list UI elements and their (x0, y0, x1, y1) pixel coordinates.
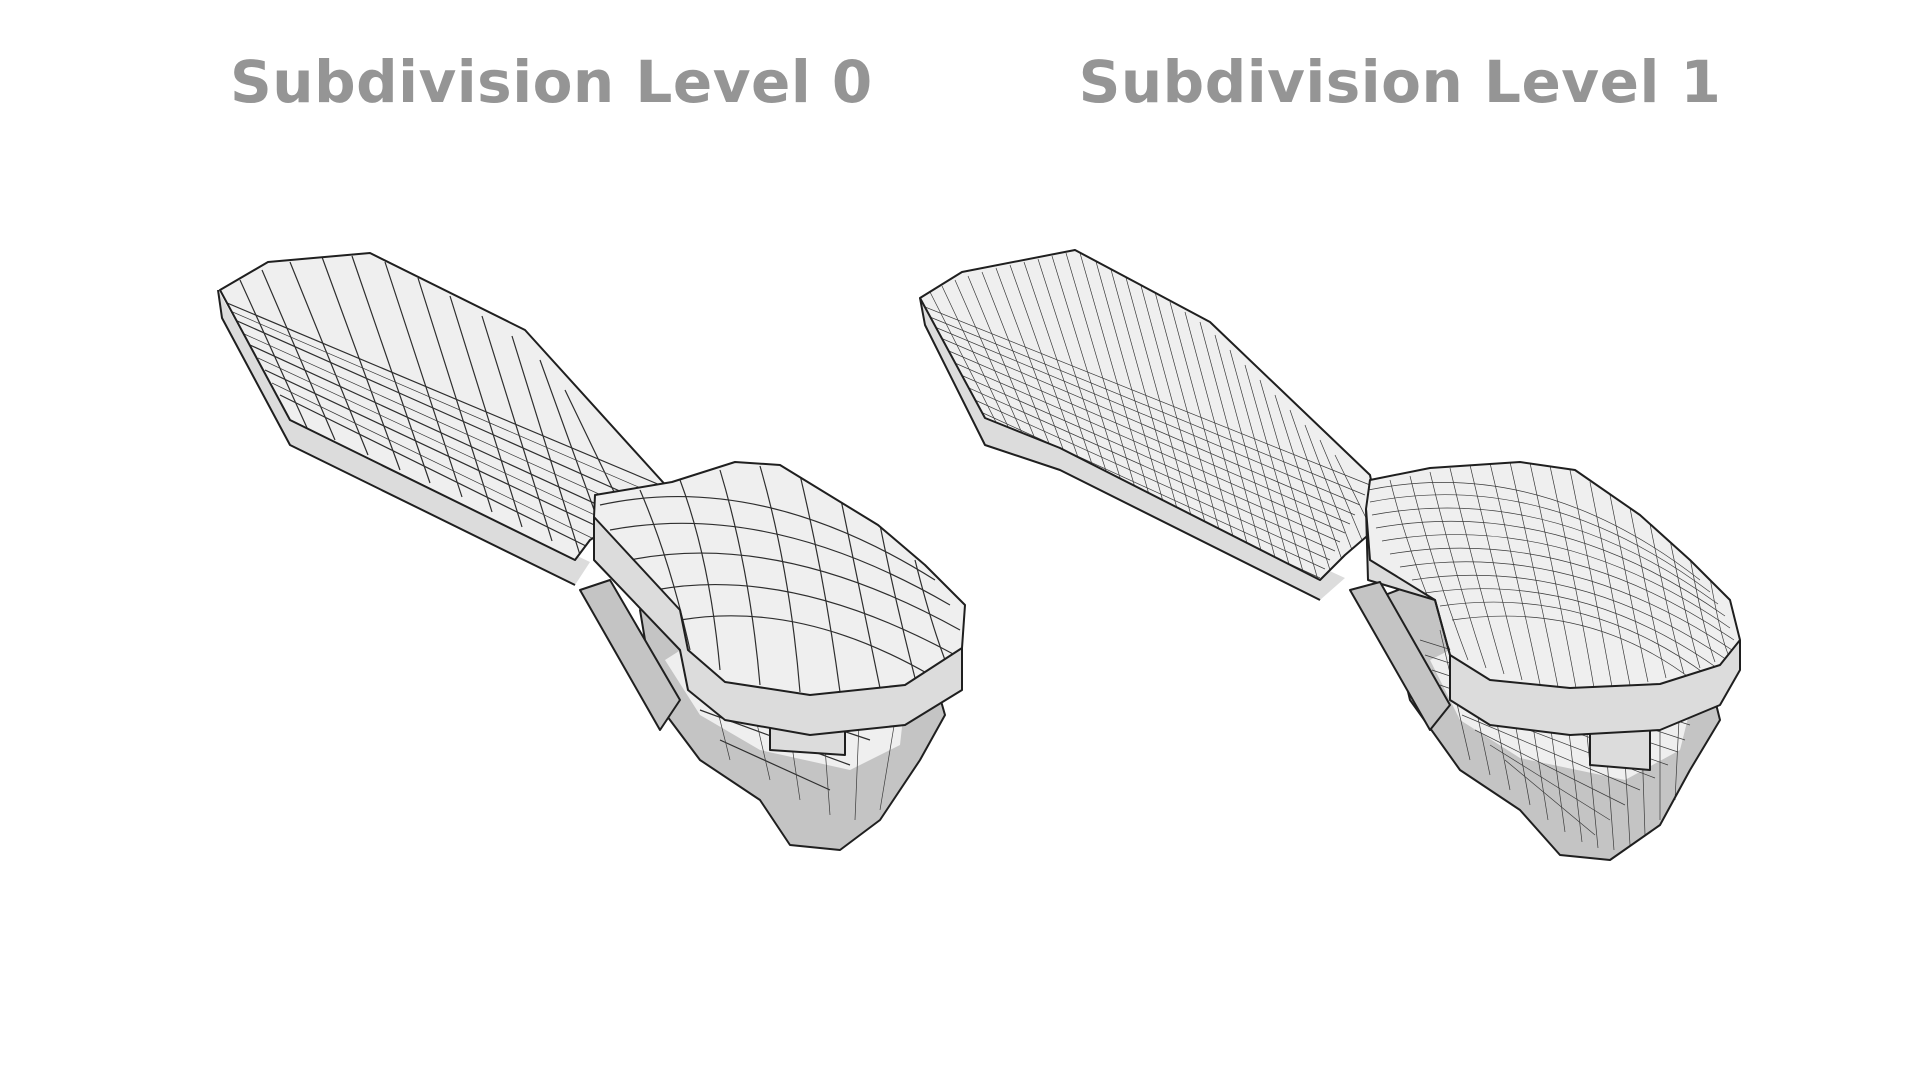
handle-wireframe (220, 255, 661, 556)
panel-title-level-0: Subdivision Level 0 (230, 48, 873, 116)
head-side-face (594, 517, 962, 735)
handle-side-face (218, 290, 590, 585)
zipper-pull-mesh-level-0 (217, 252, 966, 851)
handle-wireframe (920, 252, 1373, 580)
head-side-face (1366, 509, 1740, 735)
head-wireframe (599, 465, 961, 693)
handle-top-face (920, 250, 1380, 580)
zipper-pull-mesh-level-1 (919, 249, 1741, 861)
head-wireframe (1367, 462, 1736, 688)
panel-title-level-1: Subdivision Level 1 (1078, 48, 1722, 116)
head-top-face (1366, 462, 1740, 688)
